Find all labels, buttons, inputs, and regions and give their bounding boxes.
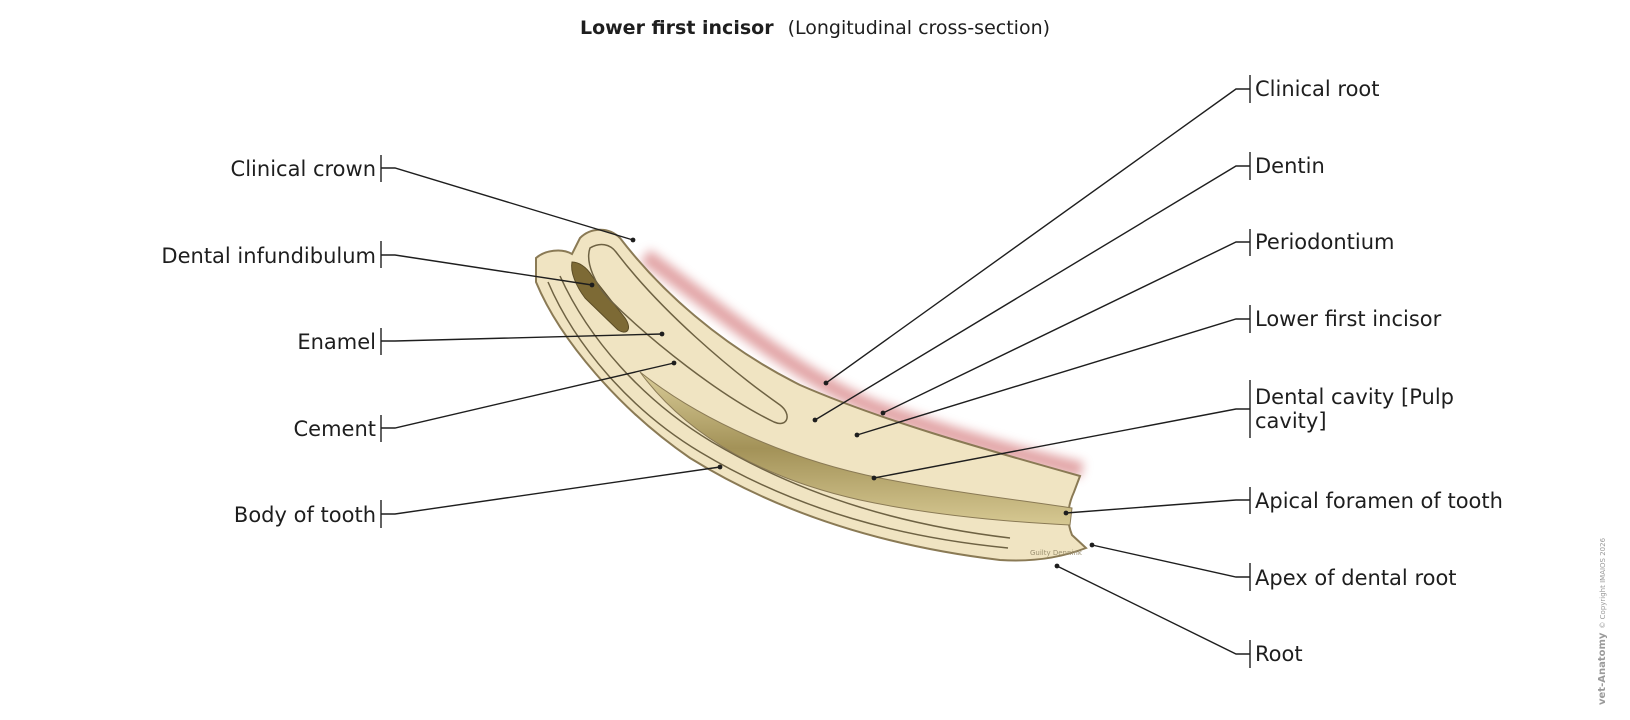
label-dental-cavity: Dental cavity [Pulp cavity] — [1255, 385, 1454, 433]
dot-root — [1054, 563, 1060, 569]
pulp-cavity-shape — [639, 371, 1073, 526]
label-apical-foramen: Apical foramen of tooth — [1255, 489, 1503, 513]
dot-clinical-crown — [630, 237, 636, 243]
label-apex-dental-root: Apex of dental root — [1255, 566, 1457, 590]
label-cement: Cement — [293, 417, 376, 441]
label-dental-cavity-line2: cavity] — [1255, 409, 1327, 433]
periodontium-shape — [640, 249, 1084, 478]
label-dentin: Dentin — [1255, 154, 1325, 178]
watermark: vet-Anatomy © Copyright IMAIOS 2026 — [1590, 538, 1609, 705]
label-clinical-crown: Clinical crown — [230, 157, 376, 181]
dot-lower-first-incisor — [854, 432, 860, 438]
label-root: Root — [1255, 642, 1303, 666]
leader-endpoints — [589, 237, 1095, 569]
dot-body-of-tooth — [717, 464, 723, 470]
leader-cement — [381, 362, 675, 429]
leader-clinical-crown — [381, 167, 634, 241]
leader-apical-foramen — [1065, 499, 1250, 514]
leader-apex-dental-root — [1091, 544, 1250, 578]
dot-enamel — [659, 331, 665, 337]
leader-dental-infundibulum — [381, 254, 593, 286]
watermark-brand: vet-Anatomy — [1597, 632, 1608, 705]
dot-apical-foramen — [1063, 510, 1069, 516]
label-enamel: Enamel — [297, 330, 376, 354]
title-main: Lower first incisor — [579, 17, 774, 39]
label-dental-infundibulum: Dental infundibulum — [161, 244, 376, 268]
leader-body-of-tooth — [381, 466, 721, 515]
label-dental-cavity-line1: Dental cavity [Pulp — [1255, 385, 1454, 409]
title-sub: (Longitudinal cross-section) — [787, 17, 1051, 39]
dot-cement — [671, 360, 677, 366]
leader-root — [1056, 565, 1250, 655]
leader-clinical-root — [825, 88, 1250, 384]
cement-line-shape — [547, 281, 1009, 549]
enamel-inner-line-shape — [559, 275, 1011, 539]
leader-lower-first-incisor — [856, 318, 1250, 436]
illustrator-signature: Guilty Dennink — [1030, 549, 1083, 557]
leader-periodontium — [882, 241, 1250, 414]
leader-dental-cavity — [873, 408, 1250, 479]
leader-dentin — [814, 165, 1250, 421]
leader-lines-right — [814, 75, 1251, 668]
watermark-copyright: © Copyright IMAIOS 2026 — [1599, 537, 1607, 629]
infundibulum-shape — [571, 261, 629, 333]
leader-lines-left — [380, 155, 721, 528]
enamel-loop-shape — [588, 243, 788, 425]
dot-apex-dental-root — [1089, 542, 1095, 548]
dot-dental-infundibulum — [589, 282, 595, 288]
leader-enamel — [381, 333, 663, 342]
dot-dentin — [812, 417, 818, 423]
dot-periodontium — [880, 410, 886, 416]
diagram-title: Lower first incisor (Longitudinal cross-s… — [0, 17, 1630, 39]
tooth-body-shape — [535, 228, 1088, 562]
dot-clinical-root — [823, 380, 829, 386]
dot-dental-cavity — [871, 475, 877, 481]
label-body-of-tooth: Body of tooth — [233, 503, 376, 527]
label-clinical-root: Clinical root — [1255, 77, 1380, 101]
label-lower-first-incisor: Lower first incisor — [1255, 307, 1442, 331]
label-periodontium: Periodontium — [1255, 230, 1395, 254]
